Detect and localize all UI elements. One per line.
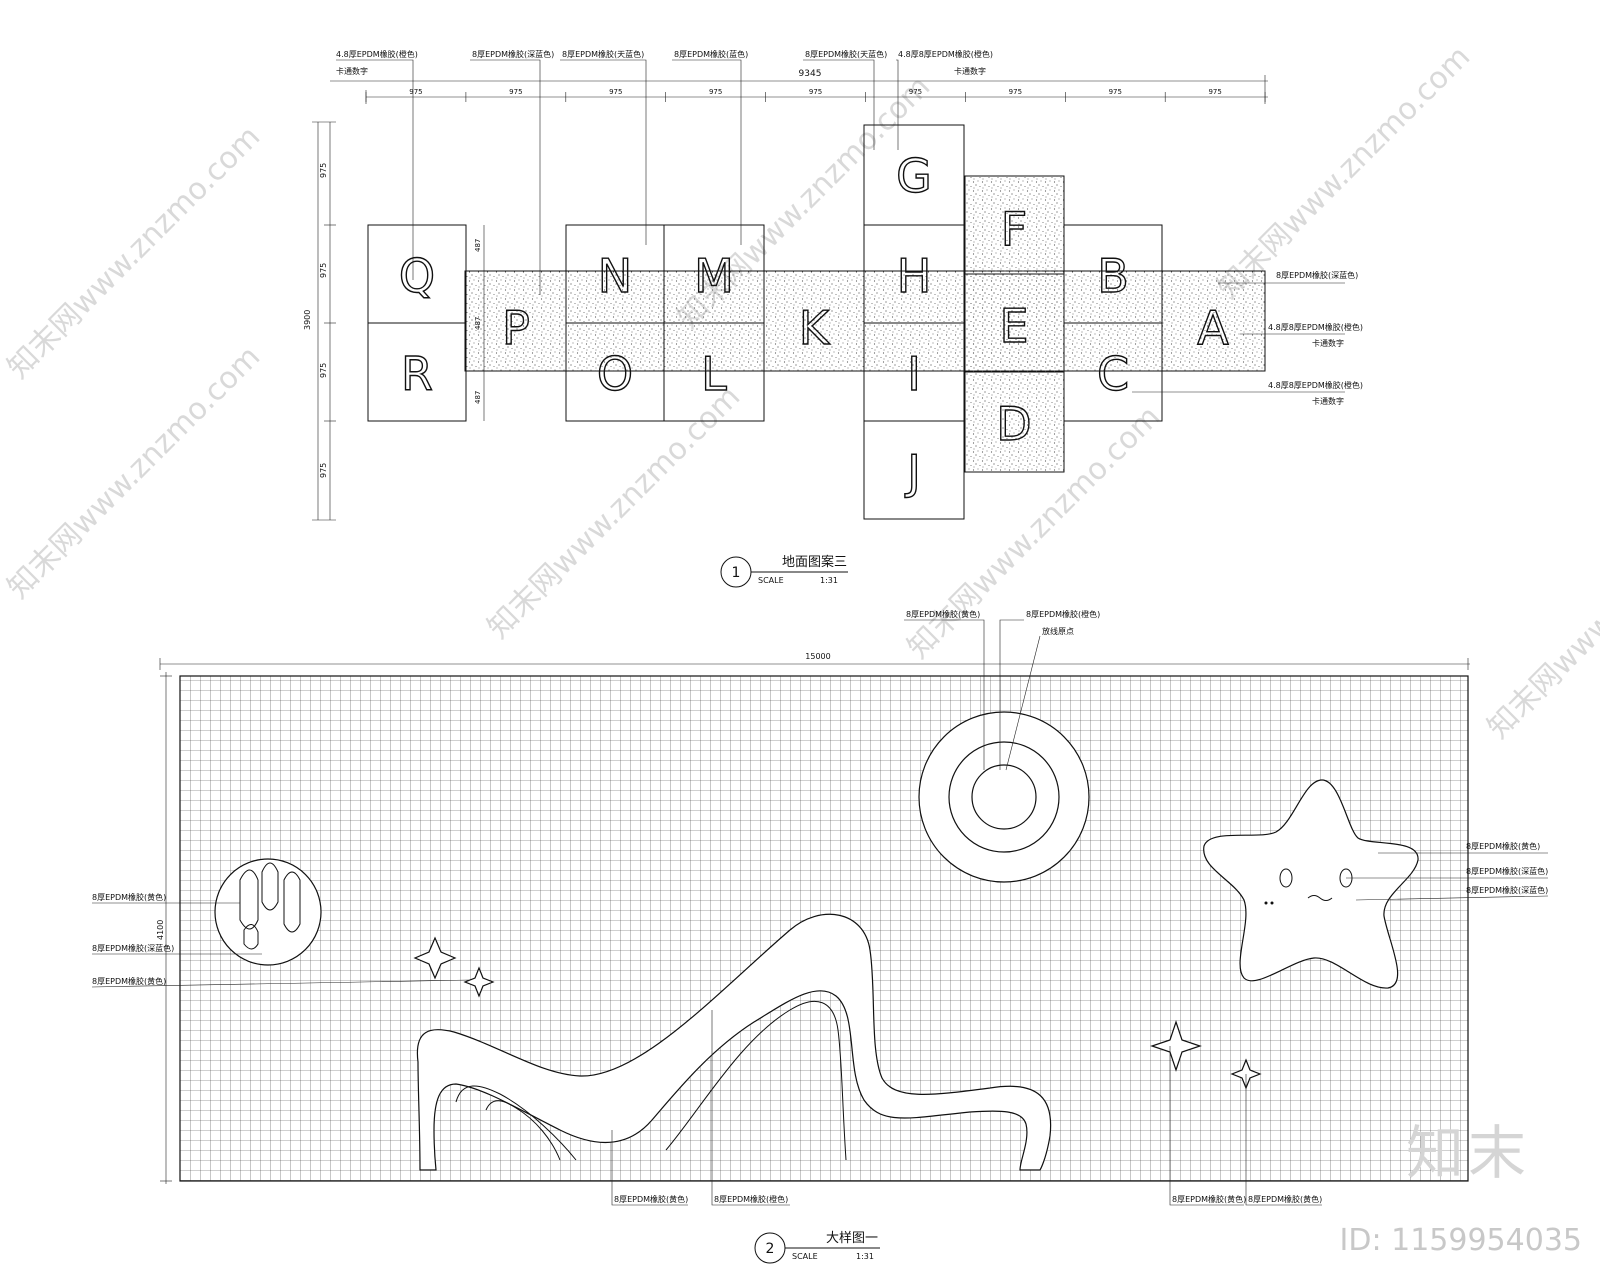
p2-bottom-label-3: 8厚EPDM橡胶(黄色) <box>1172 1194 1246 1204</box>
right-label-3: 卡通数字 <box>1312 338 1344 348</box>
big-star <box>1203 779 1419 989</box>
dim-sub-label: 975 <box>609 88 622 96</box>
brand-logo-text: 知末 <box>1405 1119 1530 1187</box>
caption-1-scale: 1:31 <box>820 576 838 585</box>
tile-letter-b: B <box>1097 249 1129 303</box>
speckle-tiles <box>965 271 1163 373</box>
p2-right-label-3: 8厚EPDM橡胶(深蓝色) <box>1466 885 1548 895</box>
p2-top-label-1: 8厚EPDM橡胶(黄色) <box>906 609 980 619</box>
top-label-5: 8厚EPDM橡胶(蓝色) <box>674 49 748 59</box>
caption-1-title: 地面图案三 <box>782 555 847 570</box>
tile-letter-r: R <box>401 347 433 401</box>
dim-left-sub-2: 975 <box>319 263 328 278</box>
p2-bottom-leaders <box>611 1010 1322 1206</box>
right-label-1: 8厚EPDM橡胶(深蓝色) <box>1276 270 1358 280</box>
watermark-7: 知末网www.znzmo.com <box>1481 479 1600 745</box>
tile-letter-c: C <box>1097 347 1129 401</box>
right-leaders <box>1132 282 1345 393</box>
watermark-3: 知末网www.znzmo.com <box>1211 39 1477 305</box>
right-label-2: 4.8厚8厚EPDM橡胶(橙色) <box>1268 322 1363 332</box>
image-id-text: ID: 1159954035 <box>1339 1223 1582 1258</box>
plan-2: 15000 4100 <box>91 609 1549 1264</box>
tile-letter-q: Q <box>399 249 435 303</box>
dim-sub-label: 975 <box>709 88 722 96</box>
speckle-column <box>964 175 1065 473</box>
tile-letter-l: L <box>701 347 727 401</box>
dim-sub-label: 975 <box>509 88 522 96</box>
tile-letter-h: H <box>897 249 932 303</box>
dim-height: 4100 <box>156 920 165 940</box>
p2-right-leaders <box>1346 852 1549 901</box>
p2-right-label-1: 8厚EPDM橡胶(黄色) <box>1466 841 1540 851</box>
caption-1: 1 地面图案三 SCALE 1:31 <box>720 555 848 588</box>
top-label-4: 8厚EPDM橡胶(天蓝色) <box>562 49 644 59</box>
top-label-2: 卡通数字 <box>336 66 368 76</box>
p2-top-label-2: 8厚EPDM橡胶(橙色) <box>1026 609 1100 619</box>
tile-letter-m: M <box>694 249 734 303</box>
top-label-8: 卡通数字 <box>954 66 986 76</box>
dim-small-3: 487 <box>474 391 482 404</box>
caption-1-number: 1 <box>732 565 741 581</box>
dim-sub-label: 975 <box>1009 88 1022 96</box>
tile-letter-p: P <box>502 301 530 355</box>
watermark-1: 知末网www.znzmo.com <box>1 119 267 385</box>
dim-small-1: 487 <box>474 239 482 252</box>
top-label-1: 4.8厚EPDM橡胶(橙色) <box>336 49 418 59</box>
tile-letter-n: N <box>598 249 632 303</box>
dim-left-sub-3: 975 <box>319 363 328 378</box>
caption-2-title: 大样图一 <box>826 1231 878 1246</box>
tile-letter-a: A <box>1197 301 1229 355</box>
caption-2-scale: 1:31 <box>856 1252 874 1261</box>
tile-letters-dots: Q R N M O L G H I J B C <box>398 148 1130 499</box>
dim-left-total: 3900 <box>303 310 312 330</box>
p2-bottom-label-1: 8厚EPDM橡胶(黄色) <box>614 1194 688 1204</box>
tile-letter-j: J <box>904 445 921 499</box>
tile-letter-d: D <box>996 397 1031 451</box>
caption-2-scale-label: SCALE <box>792 1252 818 1261</box>
left-circle <box>214 858 322 966</box>
caption-2: 2 大样图一 SCALE 1:31 <box>754 1231 880 1264</box>
target-circles <box>918 711 1090 883</box>
dim-total: 9345 <box>799 69 822 79</box>
top-label-6: 8厚EPDM橡胶(天蓝色) <box>805 49 887 59</box>
p2-left-label-3: 8厚EPDM橡胶(黄色) <box>92 976 166 986</box>
p2-top-leaders <box>904 619 1041 771</box>
dim-width: 15000 <box>805 652 830 661</box>
top-label-7: 4.8厚8厚EPDM橡胶(橙色) <box>898 49 993 59</box>
right-label-4: 4.8厚8厚EPDM橡胶(橙色) <box>1268 380 1363 390</box>
tile-letter-f: F <box>1001 202 1027 256</box>
dim-sub-label: 975 <box>1109 88 1122 96</box>
top-label-3: 8厚EPDM橡胶(深蓝色) <box>472 49 554 59</box>
p2-bottom-label-4: 8厚EPDM橡胶(黄色) <box>1248 1194 1322 1204</box>
dim-left-sub-4: 975 <box>319 463 328 478</box>
plan-1: 975 975 975 975 975 975 975 975 975 9345 3900 97… <box>303 49 1363 588</box>
speckle-strip <box>464 270 1266 372</box>
tile-letter-o: O <box>597 347 633 401</box>
dim-sub-label: 975 <box>409 88 422 96</box>
p2-right-label-2: 8厚EPDM橡胶(深蓝色) <box>1466 866 1548 876</box>
p2-left-label-2: 8厚EPDM橡胶(深蓝色) <box>92 943 174 953</box>
p2-left-leaders <box>91 902 471 988</box>
top-leaders <box>336 59 899 295</box>
dim-sub-label: 975 <box>909 88 922 96</box>
p2-left-label-1: 8厚EPDM橡胶(黄色) <box>92 892 166 902</box>
tile-letter-i: I <box>907 347 921 401</box>
dim-left-sub-1: 975 <box>319 163 328 178</box>
tile-letters-speckle: P K F E D A <box>501 201 1230 451</box>
caption-1-scale-label: SCALE <box>758 576 784 585</box>
tile-letter-e: E <box>999 299 1028 353</box>
tile-letter-g: G <box>896 149 932 203</box>
dim-sub-label: 975 <box>1208 88 1221 96</box>
p2-top-label-3: 放线原点 <box>1042 626 1074 636</box>
right-label-5: 卡通数字 <box>1312 396 1344 406</box>
watermarks: 知末网www.znzmo.com 知末网www.znzmo.com 知末网www… <box>1 39 1600 745</box>
watermark-4: 知末网www.znzmo.com <box>1 339 267 605</box>
caption-2-number: 2 <box>766 1241 775 1257</box>
p2-bottom-label-2: 8厚EPDM橡胶(橙色) <box>714 1194 788 1204</box>
tile-letter-k: K <box>799 301 831 355</box>
dim-sub-label: 975 <box>809 88 822 96</box>
watermark-5: 知末网www.znzmo.com <box>481 379 747 645</box>
